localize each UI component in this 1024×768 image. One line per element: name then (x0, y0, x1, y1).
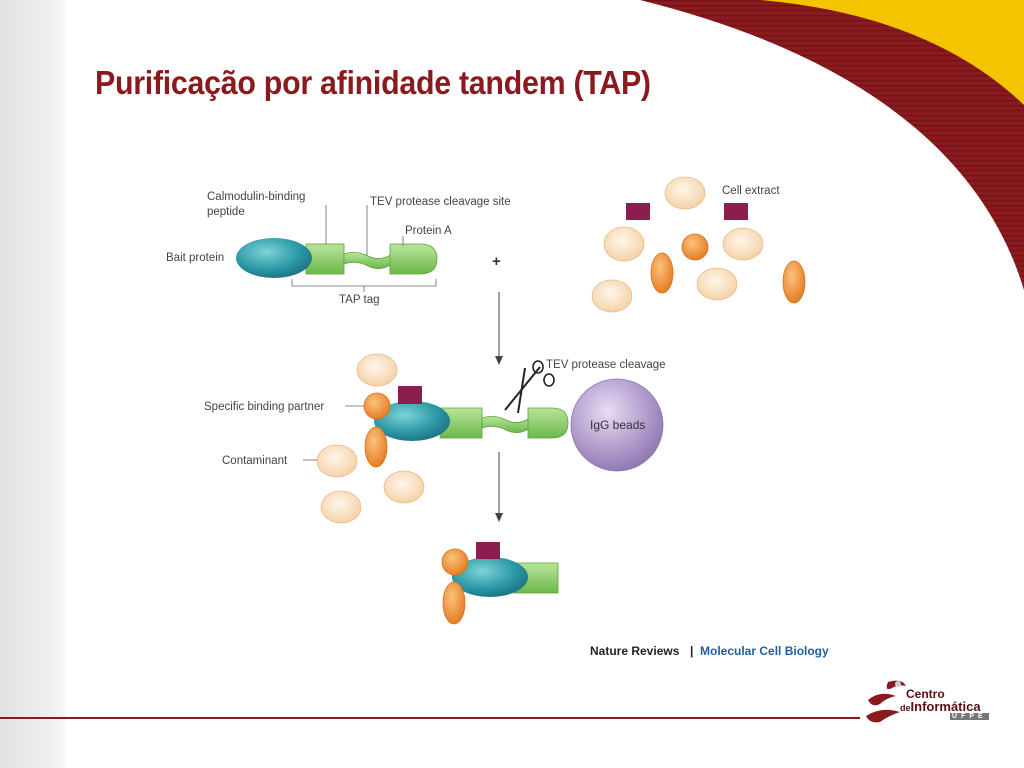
logo-line3: UFPE (950, 713, 989, 720)
bottom-divider (0, 717, 860, 719)
label-cell-extract: Cell extract (722, 185, 780, 197)
left-sidebar-band (0, 0, 65, 768)
logo-line1: Centro (906, 687, 945, 701)
credit-journal: Nature Reviews (590, 644, 680, 658)
credit-section: Molecular Cell Biology (700, 644, 829, 658)
label-specific-partner: Specific binding partner (204, 401, 324, 413)
label-tap-tag: TAP tag (339, 294, 380, 306)
label-calmodulin-line2: peptide (207, 206, 245, 218)
bait-construct (236, 238, 438, 278)
logo-line2: deInformática (900, 699, 981, 714)
label-bait-protein: Bait protein (166, 252, 224, 264)
cell-extract-cluster (591, 176, 806, 313)
centro-informatica-logo-icon (866, 680, 906, 723)
credit-separator: | (690, 644, 693, 658)
igg-beads (570, 378, 664, 472)
bait-protein (236, 238, 312, 278)
logo-line2-prefix: de (900, 703, 911, 713)
arrow-down-2 (495, 452, 503, 522)
purified-complex (441, 542, 559, 625)
label-tev-cleavage: TEV protease cleavage (546, 359, 666, 371)
slide-title: Purificação por afinidade tandem (TAP) (95, 64, 651, 101)
top-callout-lines (291, 205, 437, 292)
protein-a-block (389, 243, 438, 275)
arrow-down-1 (495, 292, 503, 365)
bound-complex (316, 353, 569, 524)
label-protein-a: Protein A (405, 225, 452, 237)
logo-line2-main: Informática (910, 699, 981, 714)
label-igg-beads: IgG beads (590, 418, 645, 432)
scissors-icon (504, 360, 555, 414)
label-calmodulin-line1: Calmodulin-binding (207, 191, 305, 203)
label-contaminant: Contaminant (222, 455, 288, 467)
label-tev-site: TEV protease cleavage site (370, 196, 511, 208)
plus-sign: + (492, 253, 501, 270)
tev-linker (343, 252, 393, 269)
